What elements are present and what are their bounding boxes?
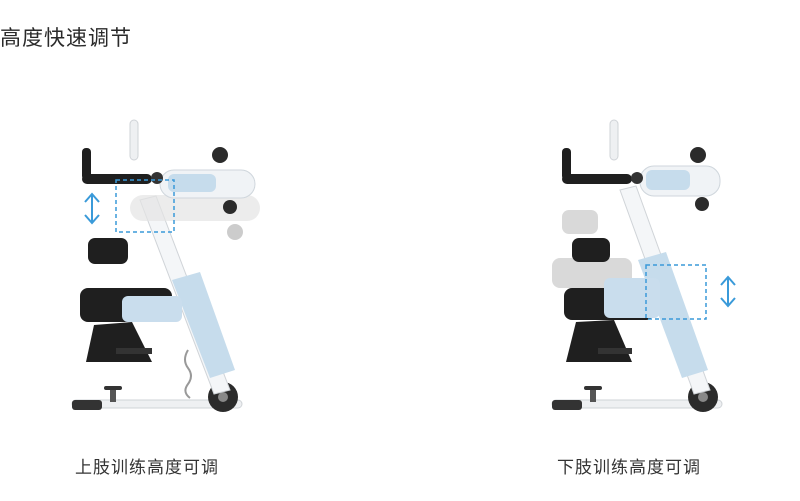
lower-limb-machine-image — [540, 100, 780, 430]
panel-caption: 下肢训练高度可调 — [557, 458, 701, 478]
page-title: 高度快速调节 — [0, 26, 132, 50]
double-arrow-icon — [720, 275, 736, 308]
double-arrow-icon — [84, 192, 100, 225]
upper-limb-machine-image — [60, 100, 300, 430]
panel-caption: 上肢训练高度可调 — [75, 458, 219, 478]
